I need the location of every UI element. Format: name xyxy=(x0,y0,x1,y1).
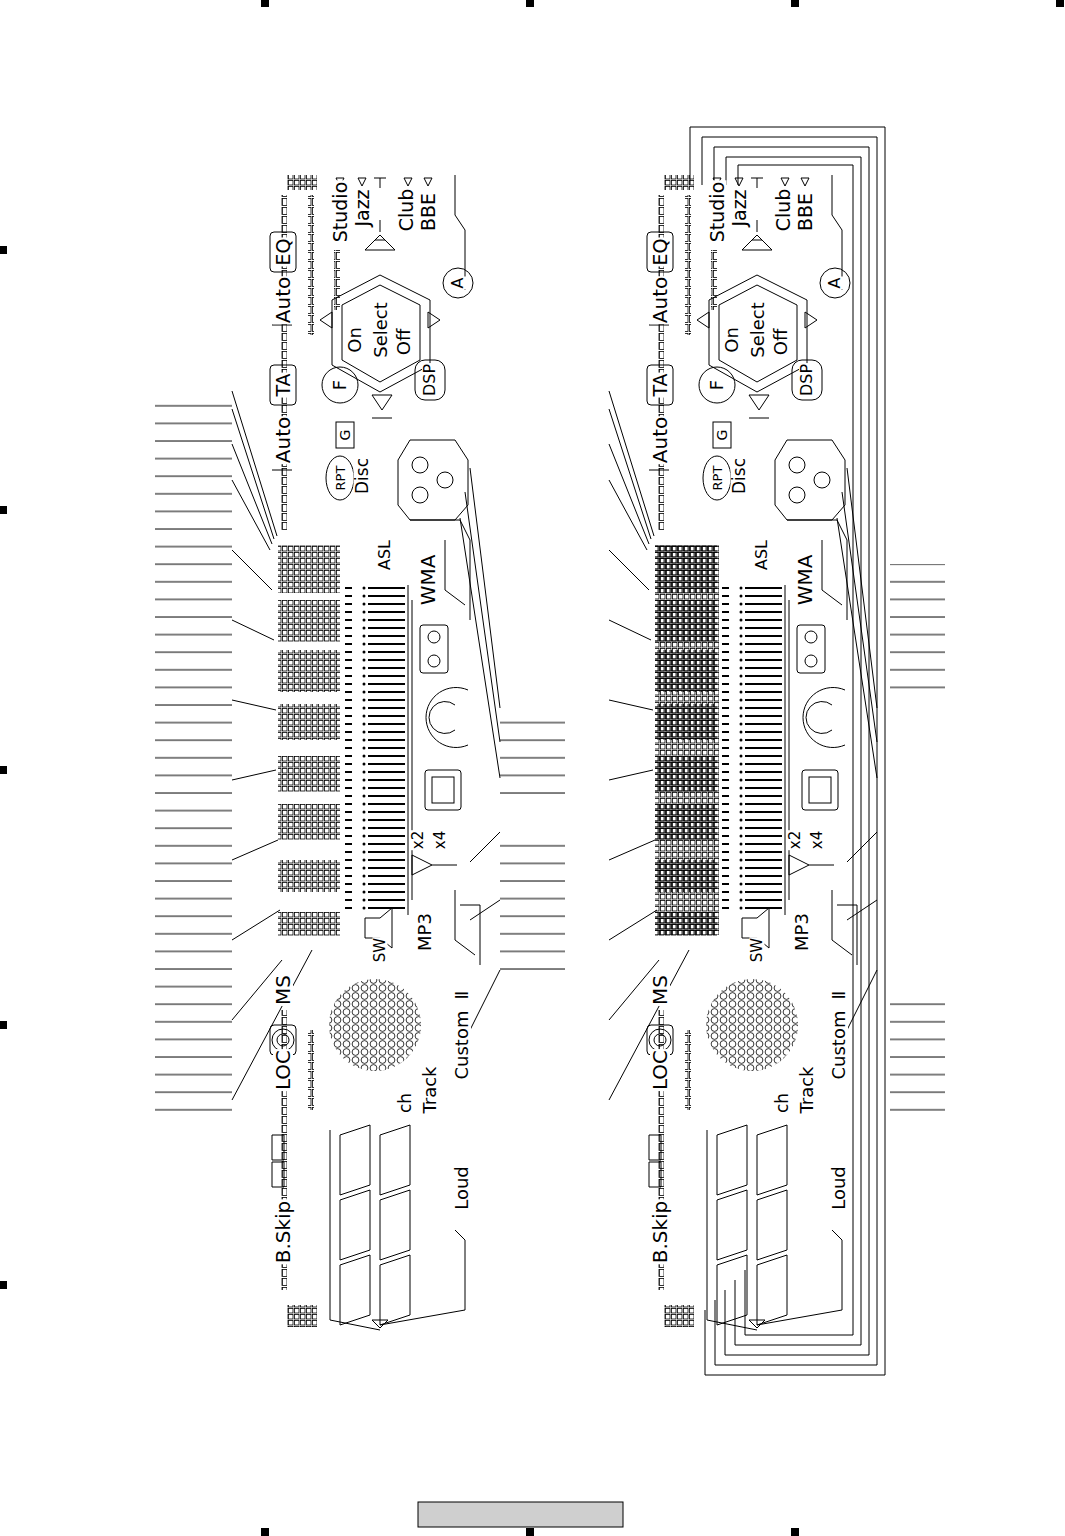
segment-label: Off xyxy=(772,328,790,357)
segment-label: RPT xyxy=(711,465,724,492)
segment-label: BBE xyxy=(796,192,815,232)
leader-lines xyxy=(500,831,565,973)
segment-label: SW xyxy=(373,937,388,963)
segment-label: B.Skip xyxy=(650,1200,670,1265)
segment-label: MS xyxy=(273,974,293,1006)
segment-label: WMA xyxy=(795,554,815,607)
leader-lines xyxy=(155,391,232,1111)
segment-label: Loud xyxy=(830,1165,848,1211)
segment-label: Auto xyxy=(650,416,670,464)
segment-label: SW xyxy=(750,937,765,963)
page-number-box xyxy=(418,1502,623,1527)
segment-label: LOC xyxy=(650,1049,670,1091)
segment-label: Jazz xyxy=(353,188,372,227)
segment-label: A xyxy=(450,277,466,290)
segment-label: x2 xyxy=(411,830,426,850)
segment-label: Ⅱ xyxy=(830,990,848,1001)
leader-lines xyxy=(500,707,565,797)
segment-label: TA xyxy=(274,372,293,397)
segment-label: WMA xyxy=(418,554,438,607)
segment-label: Auto xyxy=(650,276,670,324)
segment-label: DSP xyxy=(799,363,815,397)
leader-lines xyxy=(890,989,945,1113)
wiring xyxy=(690,127,885,1375)
segment-label: Loud xyxy=(453,1165,471,1211)
segment-label: ch xyxy=(774,1092,791,1114)
segment-label: MP3 xyxy=(793,912,811,952)
segment-label: Track xyxy=(798,1065,816,1114)
segment-label: ASL xyxy=(754,539,770,571)
segment-label: Select xyxy=(372,301,390,359)
segment-label: x2 xyxy=(788,830,803,850)
segment-label: TA xyxy=(651,372,670,397)
segment-label: EQ xyxy=(274,238,293,267)
segment-label: Track xyxy=(421,1065,439,1114)
segment-label: Auto xyxy=(273,416,293,464)
segment-label: On xyxy=(723,326,741,354)
leader-lines xyxy=(890,564,945,692)
dot-matrix xyxy=(655,545,719,935)
right-panel xyxy=(609,175,877,1330)
segment-label: Studio xyxy=(708,181,727,244)
segment-label: ASL xyxy=(377,539,393,571)
segment-label: A xyxy=(827,277,843,290)
segment-label: B.Skip xyxy=(273,1200,293,1265)
segment-label: EQ xyxy=(651,238,670,267)
segment-label: LOC xyxy=(273,1049,293,1091)
segment-label: On xyxy=(346,326,364,354)
segment-label: x4 xyxy=(433,830,448,850)
left-panel xyxy=(232,175,500,1330)
segment-label: Disc xyxy=(731,457,748,495)
segment-label: Club xyxy=(774,188,793,233)
segment-label: ch xyxy=(397,1092,414,1114)
segment-label: Auto xyxy=(273,276,293,324)
segment-label: G xyxy=(715,429,729,442)
segment-label: G xyxy=(338,429,352,442)
segment-label: Off xyxy=(395,328,413,357)
segment-label: Disc xyxy=(354,457,371,495)
segment-label: x4 xyxy=(810,830,825,850)
segment-label: Ⅱ xyxy=(453,990,471,1001)
segment-label: Select xyxy=(749,301,767,359)
segment-label: DSP xyxy=(422,363,438,397)
segment-label: Custom xyxy=(453,1010,471,1081)
segment-label: Custom xyxy=(830,1010,848,1081)
segment-label: MP3 xyxy=(416,912,434,952)
segment-label: Jazz xyxy=(730,188,749,227)
segment-label: Studio xyxy=(331,181,350,244)
segment-label: MS xyxy=(650,974,670,1006)
segment-label: Club xyxy=(397,188,416,233)
segment-label: RPT xyxy=(334,465,347,492)
segment-label: F xyxy=(708,379,726,391)
segment-label: F xyxy=(331,379,349,391)
segment-label: BBE xyxy=(419,192,438,232)
